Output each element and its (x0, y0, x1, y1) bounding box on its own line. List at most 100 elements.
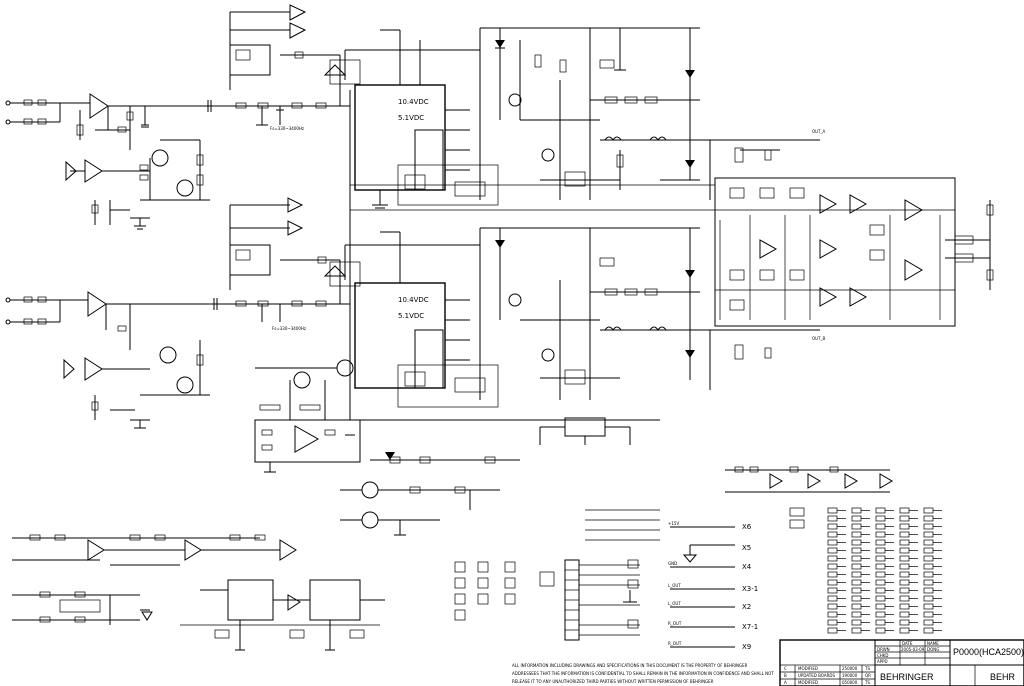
resistor (875, 547, 886, 554)
resistor (923, 603, 934, 610)
resistor (923, 619, 934, 626)
resistor (923, 515, 934, 522)
resistor (827, 539, 838, 546)
resistor (875, 539, 886, 546)
brand-short: BEHR (990, 672, 1016, 682)
revision-desc: MODIFIED (798, 680, 818, 685)
resistor (899, 587, 910, 594)
resistor (875, 531, 886, 538)
resistor (827, 603, 838, 610)
revision-desc: MODIFIED (798, 666, 818, 671)
connector-label: X4 (742, 563, 752, 571)
drawn-label: DRWN (877, 647, 890, 652)
connector-net-label: L_OUT (668, 601, 681, 606)
resistor (851, 523, 862, 530)
resistor (827, 595, 838, 602)
resistor (827, 531, 838, 538)
out-a-label: OUT_A (812, 129, 826, 134)
output-stage-a: OUT_A (479, 27, 826, 200)
resistor (899, 547, 910, 554)
connector-label: X6 (742, 523, 752, 531)
date-header: DATE (902, 641, 913, 646)
resistor (875, 507, 886, 514)
resistor (923, 563, 934, 570)
resistor (875, 595, 886, 602)
resistor (923, 547, 934, 554)
resistor (923, 555, 934, 562)
revision-by: QR (865, 673, 871, 678)
revision-by: TS (864, 680, 870, 685)
resistor (899, 579, 910, 586)
connector-net-label: GND (668, 561, 677, 566)
approved-label: APPD (877, 659, 888, 664)
resistor-array (827, 507, 942, 634)
output-stage-b: OUT_B (479, 227, 826, 400)
pwm-controller-b: 10.4VDC 5.1VDC (323, 231, 499, 408)
drawing-title: P0000(HCA2500) (953, 647, 1024, 657)
connector-net-label: R_OUT (668, 641, 682, 646)
input-stage-b (5, 291, 210, 429)
resistor (899, 555, 910, 562)
regulator-circuit (539, 417, 631, 445)
driver-circuit (254, 359, 361, 473)
resistor (923, 579, 934, 586)
resistor (827, 619, 838, 626)
switching-circuit (340, 452, 520, 536)
connector-label: X3-1 (742, 585, 758, 593)
resistor (827, 579, 838, 586)
resistor (851, 571, 862, 578)
name-header: NAME (927, 641, 939, 646)
bias-label-a: 5.1VDC (398, 114, 424, 122)
revision-by: TS (864, 666, 870, 671)
resistor (923, 571, 934, 578)
resistor (899, 627, 910, 634)
resistor (851, 619, 862, 626)
connector-label: X7-1 (742, 623, 758, 631)
resistor (899, 523, 910, 530)
freq-label-b: Fs=330~3400Hz (272, 326, 306, 331)
resistor (923, 587, 934, 594)
resistor (851, 555, 862, 562)
supply-label-b: 10.4VDC (398, 296, 429, 304)
resistor (827, 555, 838, 562)
resistor (851, 611, 862, 618)
disclaimer-line: ALL INFORMATION INCLUDING DRAWINGS AND S… (512, 663, 748, 668)
revision-desc: UPDATED BOARDS (798, 673, 835, 678)
connector-label: X2 (742, 603, 751, 611)
resistor (851, 627, 862, 634)
resistor (851, 531, 862, 538)
revision-date: 050000 (842, 680, 858, 685)
title-block: DATE NAME DRWN 2005-03-09 DONG CHKD APPD… (512, 639, 1024, 686)
resistor (899, 531, 910, 538)
revision-id: A (784, 680, 787, 685)
connector-net-label: +15V (668, 521, 679, 526)
resistor (875, 611, 886, 618)
resistor (875, 627, 886, 634)
aux-amp-row (12, 534, 297, 566)
resistor (899, 571, 910, 578)
resistor (923, 539, 934, 546)
power-regulators-bottom (180, 579, 385, 651)
resistor (827, 627, 838, 634)
resistor (899, 619, 910, 626)
disclaimer: ALL INFORMATION INCLUDING DRAWINGS AND S… (512, 663, 774, 684)
resistor (875, 587, 886, 594)
input-stage-a (5, 93, 210, 230)
resistor (899, 603, 910, 610)
resistor (899, 611, 910, 618)
resistor (875, 603, 886, 610)
resistor (827, 563, 838, 570)
resistor (851, 579, 862, 586)
bias-label-b: 5.1VDC (398, 312, 424, 320)
resistor (923, 627, 934, 634)
resistor (923, 611, 934, 618)
pwm-controller-a: 10.4VDC 5.1VDC (323, 29, 499, 420)
drawn-date: 2005-03-09 (901, 647, 925, 652)
resistor (875, 515, 886, 522)
resistor (875, 563, 886, 570)
filter-block-b (229, 197, 341, 304)
